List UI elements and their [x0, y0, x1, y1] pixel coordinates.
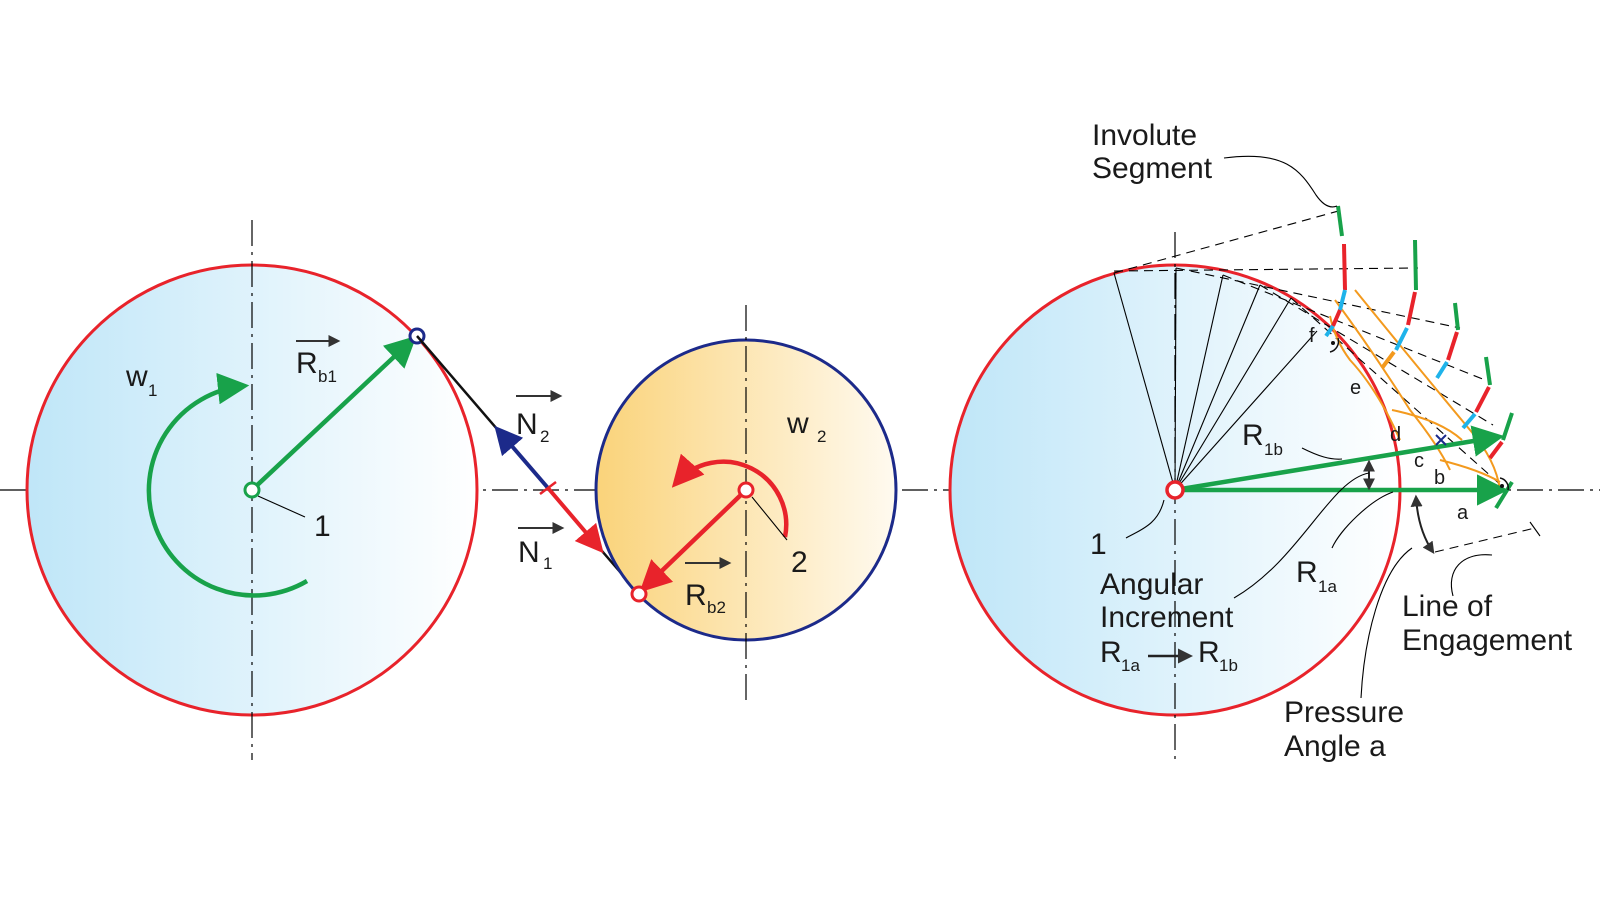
involute-arcs: [1329, 289, 1501, 491]
involute-segment-1: [1324, 205, 1347, 338]
right-gear: Involute Segment f e d c b a R 1b R 1a 1…: [948, 119, 1573, 765]
n2-subscript: 2: [540, 427, 549, 446]
point-label-f: f: [1309, 325, 1315, 347]
right-angle-mark-f: [1329, 337, 1340, 353]
pressure-angle-marker: [1410, 494, 1435, 554]
angular-from-subscript: 1a: [1121, 656, 1140, 675]
left-gear: w 1 R b1 1: [25, 220, 479, 760]
middle-rotation-arrow: [671, 453, 789, 538]
middle-contact-point: [630, 585, 648, 603]
right-angle-dot-f: [1331, 341, 1335, 345]
angular-from-label: R: [1100, 636, 1122, 669]
engagement-leader: [1450, 554, 1493, 597]
r1b-leader: [1301, 447, 1343, 460]
pressure-leader: [1360, 547, 1413, 699]
right-angle-mark-a: [1499, 477, 1509, 491]
pressure-angle-label-line2: Angle a: [1284, 730, 1386, 763]
point-c-cross: [1435, 434, 1447, 446]
point-label-d: d: [1390, 424, 1401, 446]
point-label-e: e: [1350, 377, 1361, 399]
left-radius-vector: [250, 335, 417, 492]
middle-gear: w 2 R b2 2: [594, 305, 898, 700]
angular-increment-line2: Increment: [1100, 601, 1234, 634]
n1-subscript: 1: [543, 554, 552, 573]
engagement-label-line1: Line of: [1402, 590, 1493, 623]
involute-segment-4: [1461, 356, 1492, 430]
radial-construction-lines: [1113, 267, 1318, 491]
right-center-label: 1: [1090, 528, 1107, 561]
r1b-label: R: [1242, 419, 1264, 452]
r1a-leader: [1331, 491, 1394, 549]
r1b-subscript: 1b: [1264, 440, 1283, 459]
n1-label: N: [518, 536, 540, 569]
engagement-label-line2: Engagement: [1402, 624, 1573, 657]
left-center-point: [243, 481, 261, 499]
n1-force-vector: [546, 486, 604, 554]
right-center-point: [1165, 480, 1185, 500]
involute-segment-3: [1435, 302, 1460, 380]
n2-label: N: [516, 408, 538, 441]
point-label-a: a: [1457, 502, 1469, 524]
n2-force-vector: [494, 425, 550, 490]
angular-leader: [1233, 472, 1370, 599]
point-label-c: c: [1414, 450, 1424, 472]
middle-center-label: 2: [791, 546, 808, 579]
left-omega-subscript: 1: [148, 381, 157, 400]
center-leader: [1125, 499, 1165, 539]
angular-to-subscript: 1b: [1219, 656, 1238, 675]
line-of-engagement: [1434, 527, 1536, 553]
middle-radius-subscript: b2: [707, 598, 726, 617]
pitch-point-tick: [539, 481, 557, 495]
r1b-vector: [1174, 425, 1505, 493]
line-of-action: N 2 N 1: [416, 335, 640, 595]
middle-omega-label: w: [786, 407, 809, 440]
pressure-angle-label-line1: Pressure: [1284, 696, 1404, 729]
middle-radius-vector: [639, 488, 748, 593]
left-rotation-arrow: [146, 372, 309, 598]
right-angle-dot-a: [1500, 484, 1504, 488]
left-center-label: 1: [314, 510, 331, 543]
middle-radius-label: R: [685, 579, 707, 612]
middle-center-leader: [751, 496, 788, 541]
middle-center-point: [737, 481, 755, 499]
involute-segment-label-line2: Segment: [1092, 152, 1213, 185]
left-center-leader: [257, 495, 306, 518]
angular-to-label: R: [1198, 636, 1220, 669]
engagement-end-tick: [1529, 521, 1541, 537]
involute-leader: [1223, 155, 1338, 208]
point-label-b: b: [1434, 467, 1445, 489]
left-radius-label: R: [296, 347, 318, 380]
left-omega-label: w: [125, 360, 148, 393]
involute-segment-label-line1: Involute: [1092, 119, 1197, 152]
involute-segment-2: [1380, 239, 1418, 370]
left-radius-subscript: b1: [318, 367, 337, 386]
r1a-subscript: 1a: [1318, 577, 1337, 596]
middle-omega-subscript: 2: [817, 427, 826, 446]
r1a-label: R: [1296, 556, 1318, 589]
angular-increment-line1: Angular: [1100, 568, 1203, 601]
